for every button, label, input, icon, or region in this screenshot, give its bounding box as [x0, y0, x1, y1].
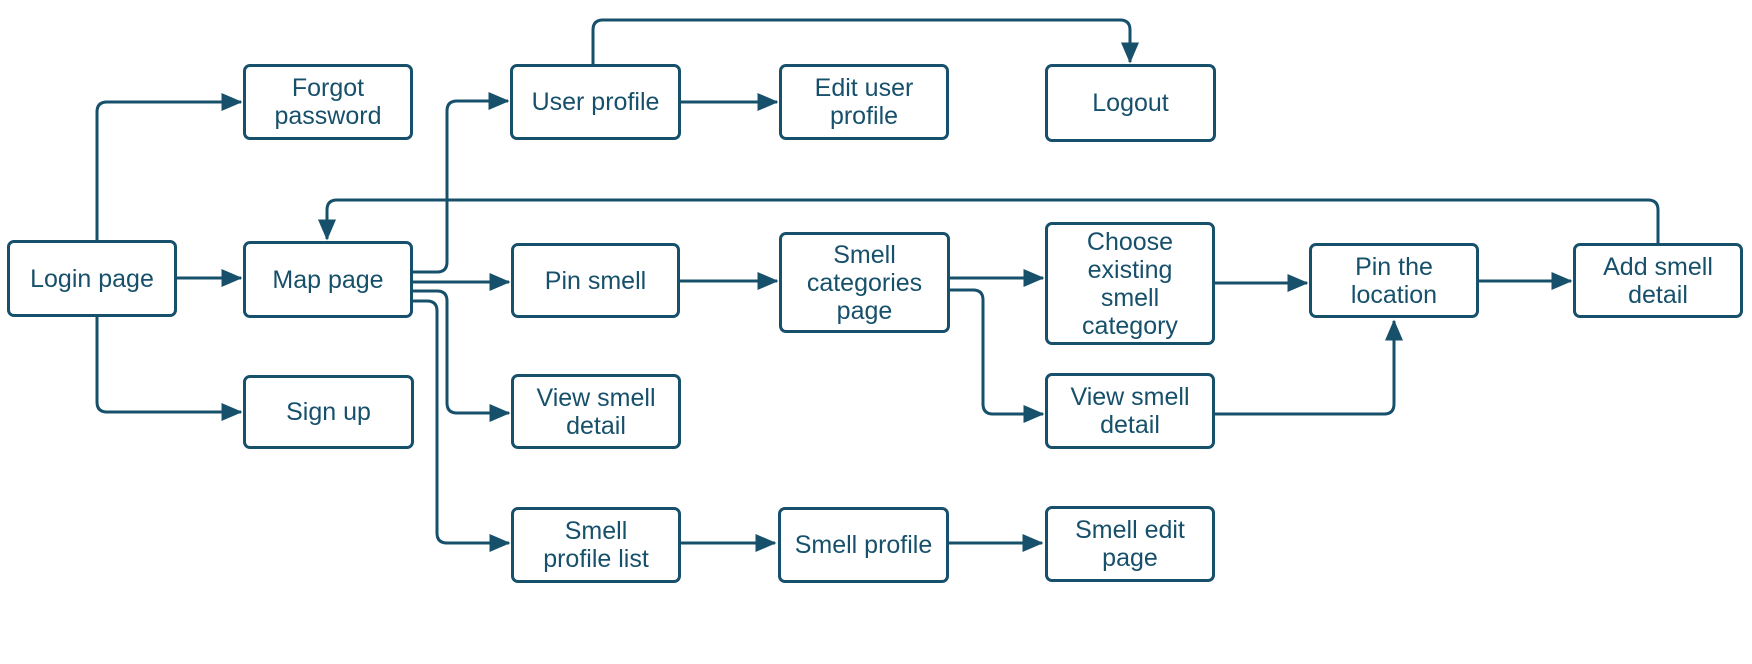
node-smell-edit-page: Smell edit page: [1045, 506, 1215, 582]
node-view-smell-detail-map: View smell detail: [511, 374, 681, 449]
node-pin-smell: Pin smell: [511, 243, 680, 318]
node-smell-profile-list: Smell profile list: [511, 507, 681, 583]
edge-login-to-forgot-password: [95, 93, 243, 240]
node-add-smell-detail: Add smell detail: [1573, 243, 1743, 318]
edge-add-smell-detail-to-map: [318, 198, 1660, 243]
node-choose-existing-smell-category: Choose existing smell category: [1045, 222, 1215, 345]
node-forgot-password: Forgot password: [243, 64, 413, 140]
node-view-smell-detail-pin: View smell detail: [1045, 373, 1215, 449]
edge-map-to-smell-profile-list: [413, 299, 511, 552]
node-login-page: Login page: [7, 240, 177, 317]
node-smell-categories-page: Smell categories page: [779, 232, 950, 333]
node-logout: Logout: [1045, 64, 1216, 142]
node-pin-the-location: Pin the location: [1309, 243, 1479, 318]
edge-view-smell-detail-to-pin-location: [1215, 319, 1403, 416]
node-user-profile: User profile: [510, 64, 681, 140]
edge-smell-categories-to-view-smell-detail: [950, 288, 1045, 423]
node-smell-profile: Smell profile: [778, 507, 949, 583]
node-edit-user-profile: Edit user profile: [779, 64, 949, 140]
edge-map-to-view-smell-detail: [413, 289, 511, 422]
node-sign-up: Sign up: [243, 375, 414, 449]
edge-login-to-sign-up: [95, 317, 243, 421]
edge-map-to-user-profile: [413, 92, 510, 274]
node-map-page: Map page: [243, 241, 413, 318]
edge-user-profile-to-logout: [591, 18, 1139, 64]
